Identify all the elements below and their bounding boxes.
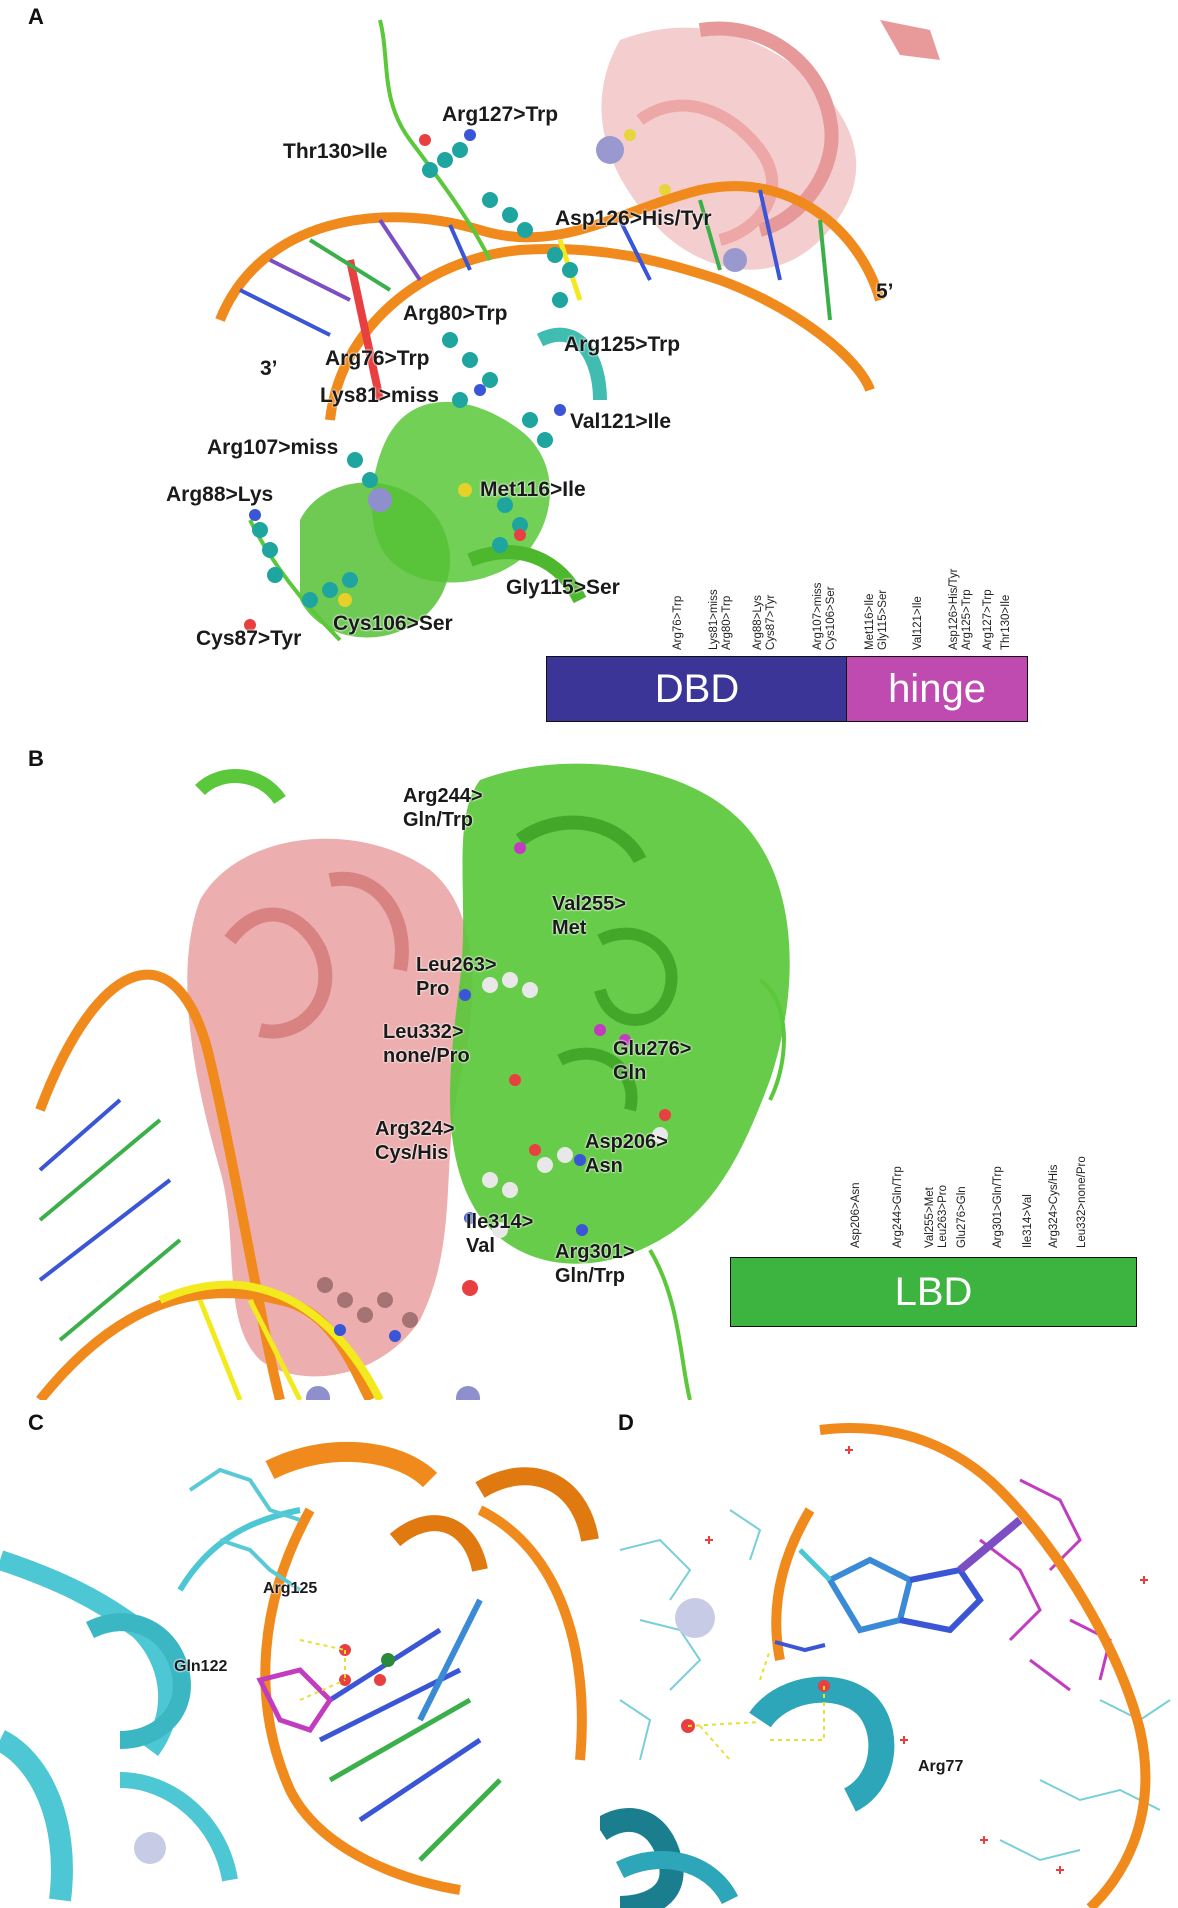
panel-b-structure [35, 763, 790, 1400]
mutation-label: Thr130>Ile [283, 140, 388, 163]
mutation-label: Asp126>His/Tyr [555, 207, 712, 230]
tick-label: Arg127>Trp [982, 589, 994, 650]
pink-protein-b [187, 838, 480, 1400]
tick-label: Asp126>His/Tyr Arg125>Trp [948, 568, 973, 651]
mutation-label: Arg301> Gln/Trp [555, 1241, 635, 1287]
tick-label: Val255>Met Leu263>Pro [924, 1185, 949, 1248]
tick-label: Asp206>Asn [850, 1182, 862, 1248]
mutation-label: Met116>Ile [480, 478, 586, 501]
tick-label: Arg107>miss Cys106>Ser [812, 582, 837, 650]
lbd-domain-bar: LBD [730, 1257, 1137, 1327]
orange-structure-c [260, 1441, 599, 1895]
residue-balls-b [317, 842, 671, 1342]
mutation-label: Arg324> Cys/His [375, 1118, 455, 1164]
panel-letter-b: B [28, 746, 44, 771]
mutation-label: Cys87>Tyr [196, 627, 302, 650]
mutation-label: Arg88>Lys [166, 483, 274, 506]
dbd-domain-bar: DBD [546, 656, 848, 722]
mutation-label: Arg80>Trp [403, 302, 508, 325]
tick-label: Leu332>none/Pro [1076, 1156, 1088, 1248]
mutation-label: Ile314> Val [466, 1211, 534, 1257]
panel-a: A [0, 0, 1178, 740]
panel-b: B [0, 740, 1178, 1400]
tick-label: Ile314>Val [1022, 1194, 1034, 1248]
tick-label: Thr130>Ile [1000, 594, 1012, 650]
residue-balls-a [252, 142, 578, 608]
nucleotide-d [798, 1516, 1023, 1634]
tick-label: Val121>Ile [912, 596, 924, 650]
water-crosses-d [705, 1446, 1148, 1874]
panel-c-structure [0, 1441, 599, 1902]
mutation-label: Leu332> none/Pro [383, 1021, 470, 1067]
mutation-label: Lys81>miss [320, 384, 439, 407]
dna-end-label-5: 5’ [876, 280, 894, 303]
panel-a-structure [215, 19, 940, 642]
sticks-d [619, 1509, 1171, 1862]
tick-label: Arg88>Lys Cys87>Tyr [752, 594, 777, 650]
mutation-label: Cys106>Ser [333, 612, 453, 635]
pink-protein-a [596, 20, 940, 272]
panel-letter-c: C [28, 1410, 44, 1435]
residue-label: Arg125 [263, 1580, 318, 1597]
tick-label: Arg324>Cys/His [1048, 1164, 1060, 1248]
cyan-protein-d [600, 1676, 895, 1908]
mutation-label: Val255> Met [552, 893, 626, 939]
residues-c [188, 1467, 395, 1733]
mutation-label: Arg244> Gln/Trp [403, 785, 483, 831]
panel-d: D [600, 1400, 1178, 1908]
mutation-label: Arg107>miss [207, 436, 339, 459]
mutation-label: Glu276> Gln [613, 1038, 692, 1084]
hinge-domain-bar: hinge [846, 656, 1028, 722]
green-protein-b [195, 763, 790, 1400]
dna-end-label-3: 3’ [260, 357, 278, 380]
mutation-label: Val121>Ile [570, 410, 672, 433]
mutation-label: Gly115>Ser [506, 576, 620, 599]
panel-c: C [0, 1400, 600, 1908]
panel-letter-d: D [618, 1410, 634, 1435]
mutation-label: Leu263> Pro [416, 954, 497, 1000]
tick-label: Lys81>miss Arg80>Trp [708, 589, 733, 650]
tick-label: Glu276>Gln [956, 1186, 968, 1248]
mutation-label: Asp206> Asn [585, 1131, 668, 1177]
panel-letter-a: A [28, 4, 44, 29]
magenta-sticks-d [979, 1478, 1112, 1692]
cyan-protein-c [0, 1507, 301, 1902]
mutation-label: Arg125>Trp [564, 333, 681, 356]
tick-label: Arg244>Gln/Trp [892, 1166, 904, 1248]
tick-label: Met116>Ile Gly115>Ser [864, 589, 889, 650]
panel-d-structure [600, 1423, 1171, 1908]
tick-label: Arg301>Gln/Trp [992, 1166, 1004, 1248]
residue-atoms-a [244, 129, 566, 631]
mutation-label: Arg127>Trp [442, 103, 559, 126]
residue-label: Arg77 [918, 1758, 964, 1775]
residue-label: Gln122 [174, 1658, 228, 1675]
mutation-label: Arg76>Trp [325, 347, 430, 370]
dna-helix-b [35, 969, 384, 1400]
dna-backbone-d [819, 1423, 1151, 1908]
tick-label: Arg76>Trp [672, 595, 684, 650]
